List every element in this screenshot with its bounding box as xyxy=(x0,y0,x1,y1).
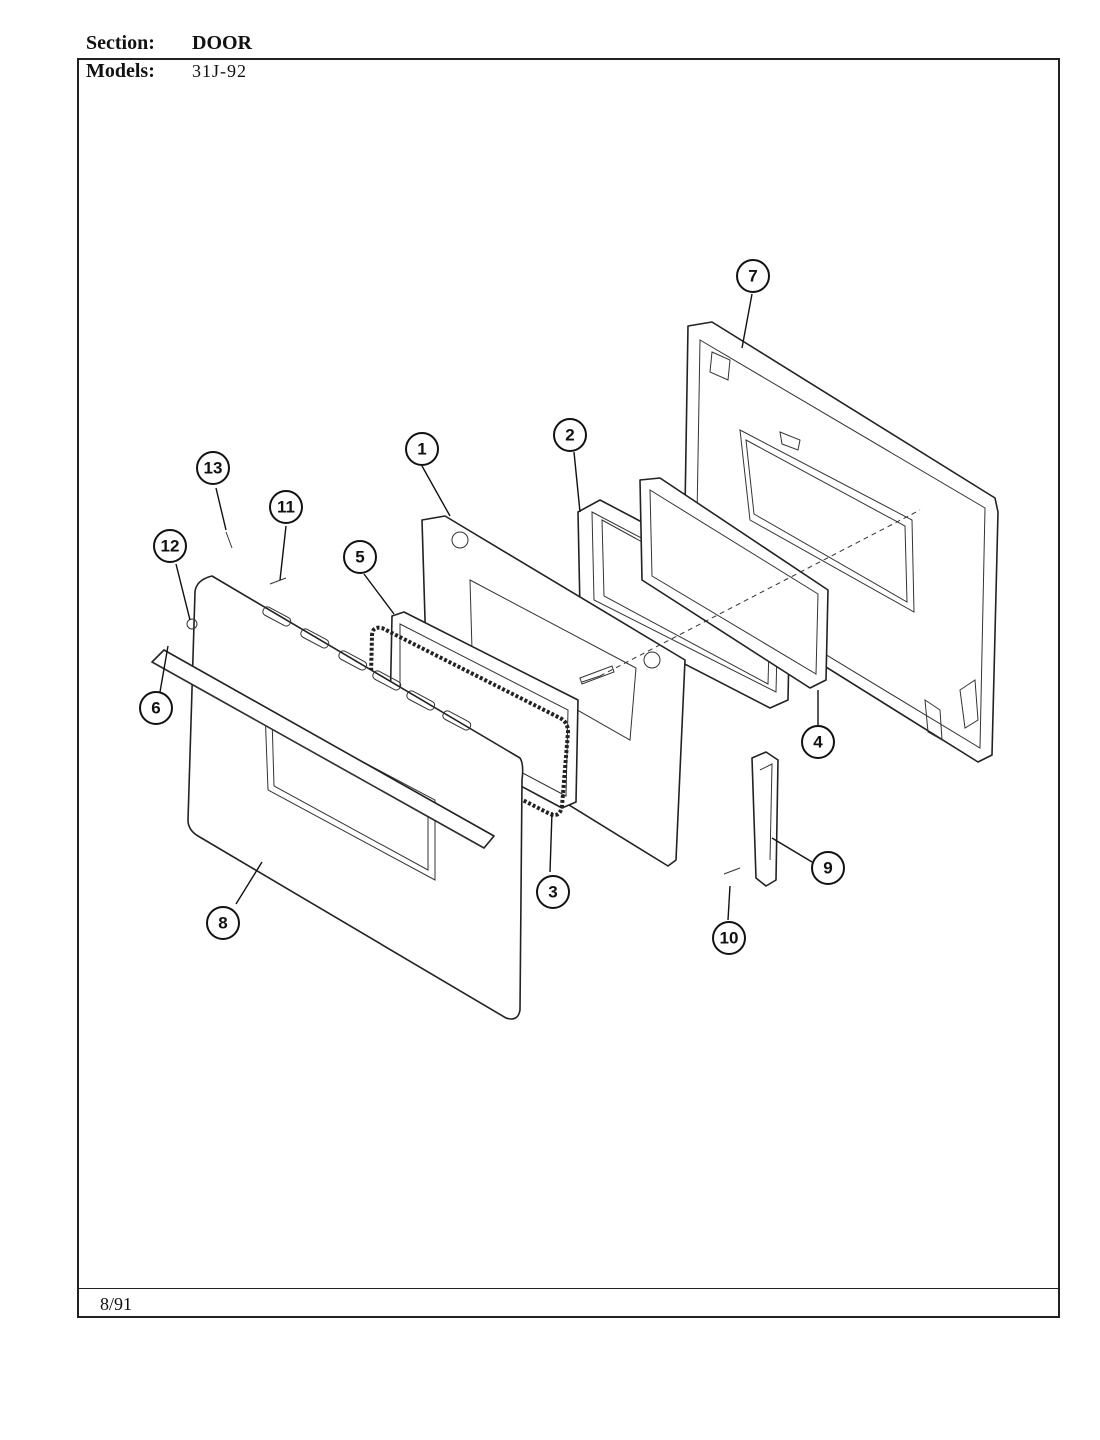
callout-3-label: 3 xyxy=(548,883,557,902)
callout-9: 9 xyxy=(811,851,845,885)
callout-1: 1 xyxy=(405,432,439,466)
callout-11-label: 11 xyxy=(277,498,295,517)
callout-2: 2 xyxy=(553,418,587,452)
callout-13-label: 13 xyxy=(204,459,223,478)
callout-11: 11 xyxy=(269,490,303,524)
callout-12-label: 12 xyxy=(161,537,180,556)
leader-lines xyxy=(159,293,819,921)
callout-4: 4 xyxy=(801,725,835,759)
callout-7-label: 7 xyxy=(748,267,757,286)
models-label: Models: xyxy=(86,60,155,82)
callout-7: 7 xyxy=(736,259,770,293)
callout-9-label: 9 xyxy=(823,859,832,878)
callout-10: 10 xyxy=(712,921,746,955)
callout-8: 8 xyxy=(206,906,240,940)
part-9-hinge-bracket xyxy=(751,751,779,887)
diagram-frame xyxy=(77,58,1060,1318)
callout-6-label: 6 xyxy=(151,699,160,718)
callout-8-label: 8 xyxy=(218,914,227,933)
revision-date: 8/91 xyxy=(100,1294,133,1314)
assembly-line xyxy=(599,509,921,677)
callout-12: 12 xyxy=(153,529,187,563)
section-label: Section: xyxy=(86,32,155,54)
part-6-handle xyxy=(151,649,495,849)
callout-1-label: 1 xyxy=(417,440,426,459)
callout-4-label: 4 xyxy=(813,733,823,752)
callout-5: 5 xyxy=(343,540,377,574)
callout-6: 6 xyxy=(139,691,173,725)
section-value: DOOR xyxy=(192,32,252,54)
callout-5-label: 5 xyxy=(355,548,364,567)
callout-13: 13 xyxy=(196,451,230,485)
footer-divider xyxy=(77,1288,1060,1289)
callout-10-label: 10 xyxy=(720,929,739,948)
screw-parts xyxy=(186,531,741,875)
callout-2-label: 2 xyxy=(565,426,574,445)
callout-3: 3 xyxy=(536,875,570,909)
models-value: 31J-92 xyxy=(192,61,247,81)
part-4-glass-pane xyxy=(639,477,829,689)
